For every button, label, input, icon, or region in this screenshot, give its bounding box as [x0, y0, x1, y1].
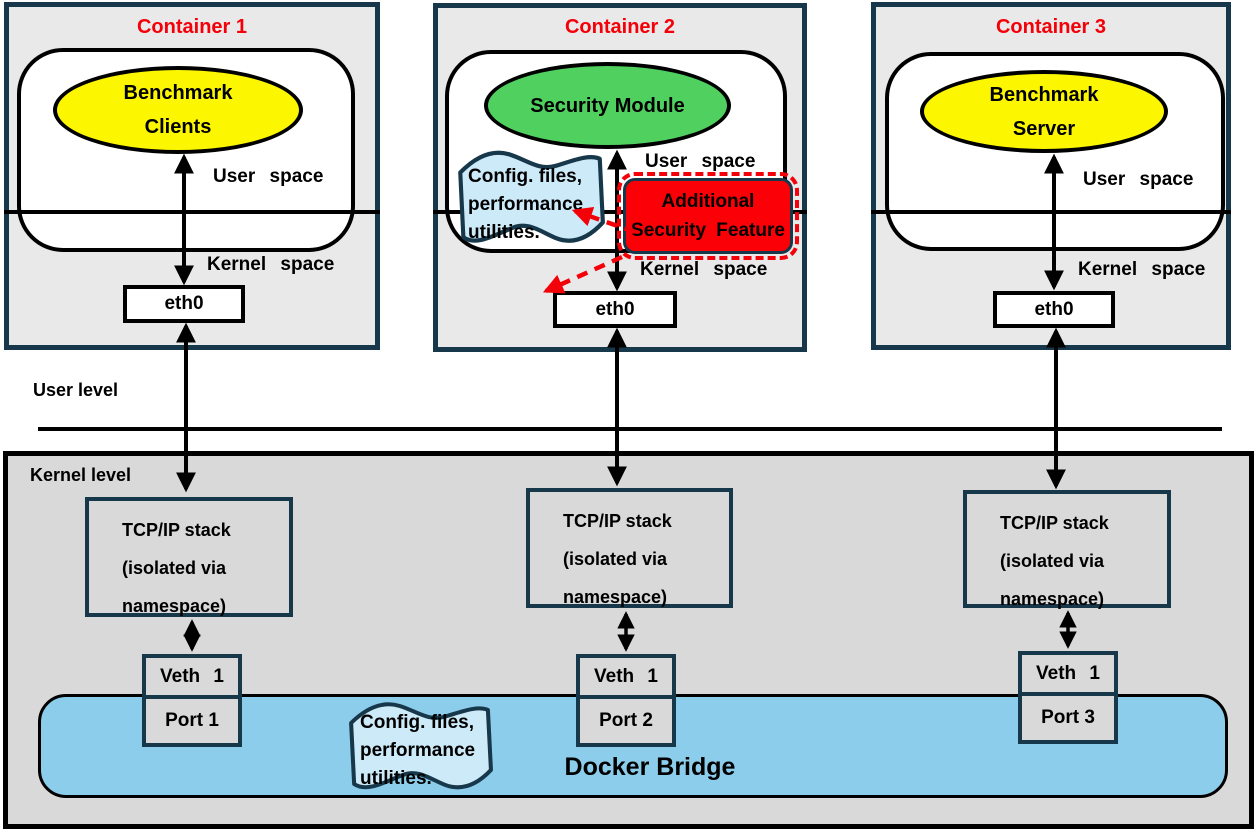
- benchmark-server-line1: Benchmark: [989, 83, 1099, 106]
- user-level-label: User level: [33, 380, 119, 400]
- container-3-title: Container 3: [995, 16, 1107, 38]
- tcpip-stack-3: TCP/IP stack (isolated via namespace): [963, 490, 1171, 609]
- security-module-ellipse: Security Module: [484, 62, 731, 149]
- container-2-user-space-label: User space: [645, 151, 756, 172]
- container-2-title: Container 2: [564, 16, 676, 38]
- docker-bridge-label: Docker Bridge: [564, 753, 736, 781]
- port-box-3: Port 3: [1018, 692, 1118, 744]
- benchmark-clients-line2: Clients: [144, 116, 212, 138]
- container-1-space-divider: [4, 210, 380, 214]
- security-module-label: Security Module: [530, 94, 685, 117]
- container-3-kernel-space-label: Kernel space: [1078, 259, 1206, 280]
- user-kernel-divider-line: [38, 427, 1222, 431]
- benchmark-clients-line1: Benchmark: [123, 82, 233, 104]
- kernel-level-label: Kernel level: [30, 465, 132, 485]
- benchmark-server-ellipse: Benchmark Server: [920, 70, 1168, 153]
- benchmark-clients-ellipse: Benchmark Clients: [53, 66, 303, 154]
- config-note-text-bridge: Config. files, performance utilities.: [360, 712, 476, 789]
- container-1-user-space-label: User space: [213, 166, 324, 187]
- eth0-box-container-2: eth0: [553, 291, 677, 328]
- port-box-2: Port 2: [576, 695, 676, 747]
- security-feature-line1: Additional: [661, 191, 755, 212]
- container-2-kernel-space-label: Kernel space: [640, 259, 768, 280]
- additional-security-feature-box: Additional Security Feature: [617, 172, 799, 260]
- container-3-space-divider: [871, 210, 1231, 214]
- eth0-box-container-3: eth0: [993, 291, 1115, 328]
- container-3-user-space-label: User space: [1083, 169, 1194, 190]
- eth0-box-container-1: eth0: [123, 285, 245, 323]
- tcpip-stack-2: TCP/IP stack (isolated via namespace): [526, 488, 733, 608]
- benchmark-server-line2: Server: [1012, 117, 1076, 140]
- veth-box-2: Veth 1: [576, 654, 676, 699]
- config-note-scroll-bridge: [349, 702, 493, 790]
- port-box-1: Port 1: [142, 695, 242, 747]
- veth-box-3: Veth 1: [1018, 651, 1118, 696]
- security-feature-line2: Security Feature: [631, 220, 785, 241]
- veth-box-1: Veth 1: [142, 654, 242, 699]
- config-note-text-container-2: Config. files, performance utilities.: [468, 166, 584, 243]
- tcpip-stack-1: TCP/IP stack (isolated via namespace): [85, 497, 293, 617]
- container-1-title: Container 1: [136, 16, 248, 38]
- container-1-kernel-space-label: Kernel space: [207, 254, 335, 275]
